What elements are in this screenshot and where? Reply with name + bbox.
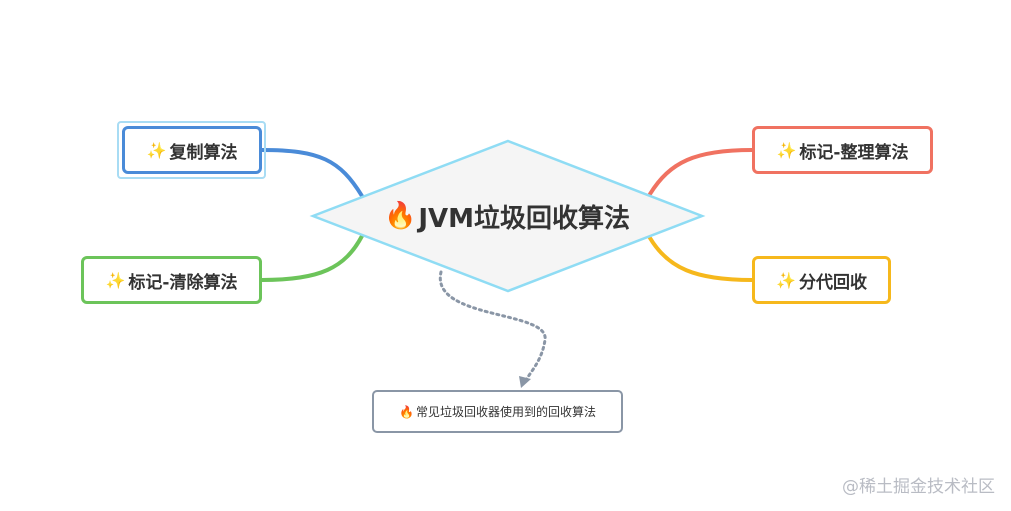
branch-copy-node[interactable]: ✨ 复制算法: [122, 126, 262, 174]
center-diamond[interactable]: [309, 139, 706, 293]
watermark: @稀土掘金技术社区: [842, 477, 995, 497]
fire-icon: 🔥: [399, 404, 414, 419]
sparkles-icon: ✨: [776, 270, 796, 290]
connector-generational: [648, 236, 754, 282]
connector-mark-compact: [648, 148, 754, 196]
note-node[interactable]: 🔥 常见垃圾回收器使用到的回收算法: [372, 390, 623, 433]
branch-generational-label: 分代回收: [798, 272, 867, 293]
selection-highlight: [117, 121, 266, 179]
branch-mark-sweep-label: 标记-清除算法: [128, 272, 238, 293]
sparkles-icon: ✨: [776, 140, 797, 160]
note-label: 常见垃圾回收器使用到的回收算法: [415, 405, 596, 419]
connector-note-arrowhead: [519, 376, 531, 388]
center-topic-label: JVM垃圾回收算法: [418, 203, 631, 234]
connector-note: [438, 270, 547, 382]
branch-mark-compact-node[interactable]: ✨ 标记-整理算法: [752, 126, 933, 174]
branch-copy-label: 复制算法: [169, 142, 238, 163]
sparkles-icon: ✨: [105, 270, 126, 290]
branch-generational-node[interactable]: ✨ 分代回收: [752, 256, 891, 304]
branch-mark-sweep-node[interactable]: ✨ 标记-清除算法: [81, 256, 262, 304]
fire-icon: 🔥: [383, 201, 417, 231]
connector-mark-sweep: [260, 234, 364, 282]
connector-copy: [260, 148, 364, 198]
sparkles-icon: ✨: [146, 140, 167, 160]
branch-mark-compact-label: 标记-整理算法: [799, 142, 909, 163]
center-topic[interactable]: 🔥 JVM垃圾回收算法: [312, 188, 702, 244]
